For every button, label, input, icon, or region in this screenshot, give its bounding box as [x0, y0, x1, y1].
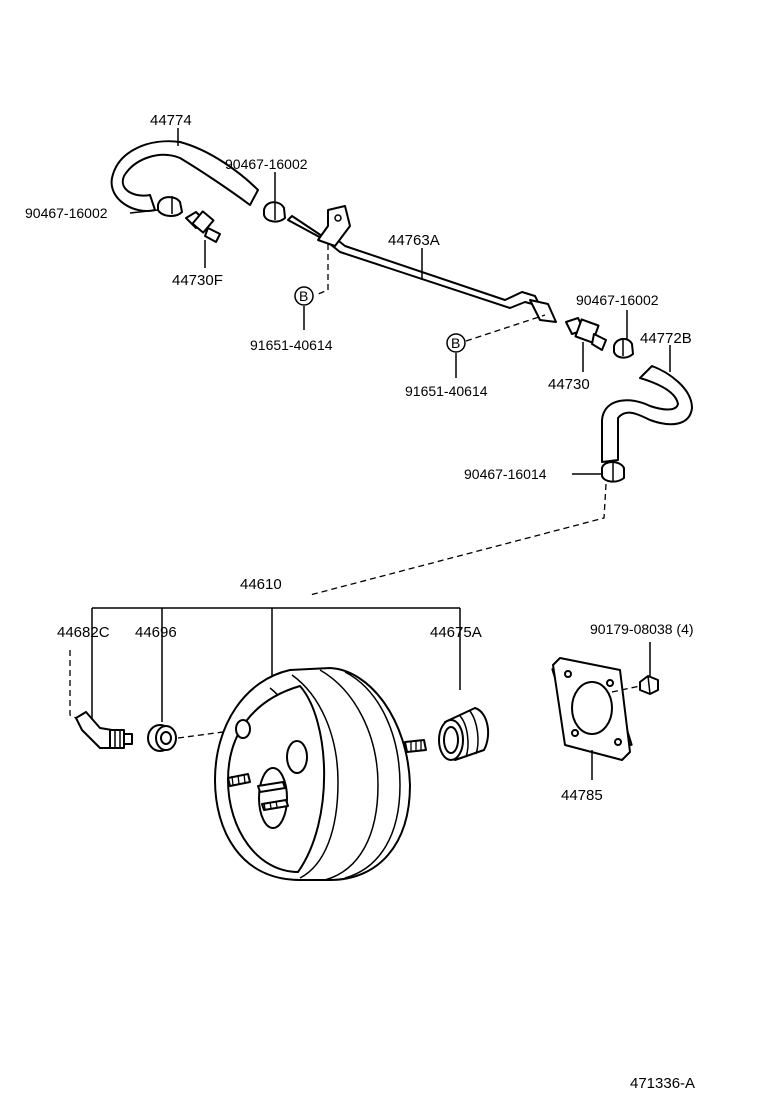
clamp-upper-mid — [263, 201, 286, 223]
label-hose-44772B: 44772B — [640, 330, 692, 347]
clamp-right — [613, 338, 634, 359]
clamp-lower — [601, 461, 625, 483]
label-clamp-upper-mid: 90467-16002 — [225, 156, 308, 172]
label-union-44682C: 44682C — [57, 624, 110, 641]
leader-group-44610 — [91, 607, 461, 730]
label-gasket-44785: 44785 — [561, 787, 603, 804]
brake-booster-44610 — [214, 667, 427, 881]
leader-clamp-upper-left — [129, 209, 159, 214]
label-check-valve-44730F: 44730F — [172, 272, 223, 289]
ref-marker-left-text: B — [299, 288, 308, 304]
label-nut-90179-08038: 90179-08038 (4) — [590, 621, 694, 637]
label-bolt-right: 91651-40614 — [405, 383, 488, 399]
label-boot-44675A: 44675A — [430, 624, 482, 641]
label-booster-44610: 44610 — [240, 576, 282, 593]
label-clamp-upper-left: 90467-16002 — [25, 205, 108, 221]
nut-90179-08038 — [639, 675, 659, 695]
dash-hose-to-booster — [309, 483, 607, 596]
clamp-upper-left — [157, 196, 183, 217]
hose-44774 — [110, 140, 259, 212]
label-clamp-right: 90467-16002 — [576, 292, 659, 308]
ref-marker-right-text: B — [451, 335, 460, 351]
label-tube-44763A: 44763A — [388, 232, 440, 249]
union-44682C — [75, 711, 133, 749]
label-hose-44774: 44774 — [150, 112, 192, 129]
label-check-valve-44730: 44730 — [548, 376, 590, 393]
check-valve-44730F — [185, 210, 221, 243]
illustration-number: 471336-A — [630, 1075, 695, 1092]
dash-bolt-left — [317, 244, 329, 295]
hose-44772B — [601, 365, 693, 463]
boot-44675A — [438, 707, 490, 761]
gasket-44785 — [551, 657, 633, 761]
label-clamp-lower: 90467-16014 — [464, 466, 547, 482]
ref-marker-left — [294, 286, 314, 306]
label-bolt-left: 91651-40614 — [250, 337, 333, 353]
dash-bolt-right — [465, 314, 546, 342]
check-valve-44730 — [565, 317, 607, 351]
dash-nut — [611, 685, 641, 693]
grommet-44696 — [147, 724, 177, 752]
label-grommet-44696: 44696 — [135, 624, 177, 641]
tube-44763A — [287, 205, 557, 323]
ref-marker-right — [446, 333, 466, 353]
dash-union — [69, 650, 81, 721]
